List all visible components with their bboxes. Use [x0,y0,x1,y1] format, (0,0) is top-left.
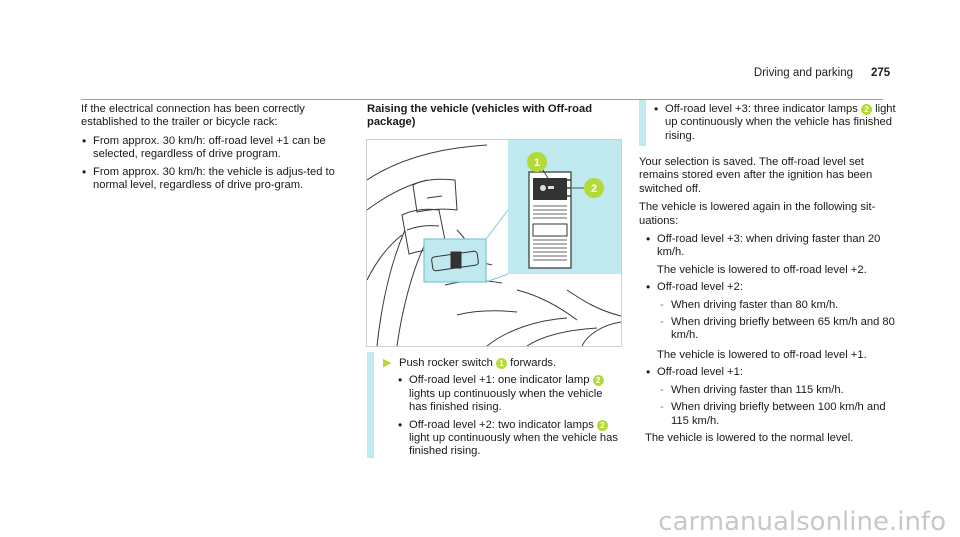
instruction-block: ▶Push rocker switch 1 forwards. Off-road… [383,357,623,463]
callout-2-label: 2 [591,183,597,195]
dash-item: When driving faster than 115 km/h. [657,384,897,398]
list-item: Off-road level +3: when driving faster t… [645,233,897,277]
list-item: Off-road level +1: When driving faster t… [645,366,897,428]
saved-paragraph: Your selection is saved. The off-road le… [639,156,873,195]
bullet-list: Off-road level +3: when driving faster t… [639,233,897,428]
list-item: Off-road level +2: two indicator lamps 2… [397,419,623,459]
list-item: From approx. 30 km/h: the vehicle is adj… [81,166,351,193]
callout-2-badge: 2 [596,419,608,431]
column-3: Your selection is saved. The off-road le… [639,156,897,450]
column-2: Raising the vehicle (vehicles with Off-r… [367,103,627,140]
continuation-margin-bar [639,100,646,146]
section-title: Driving and parking [753,67,853,79]
console-drawing: 1 2 [367,140,621,346]
callout-2-badge: 2 [592,375,604,387]
header-divider [81,99,883,100]
callout-1-badge: 1 [496,358,507,369]
dash-item: When driving briefly between 100 km/h an… [657,401,897,428]
column-3-top: Off-road level +3: three indicator lamps… [653,103,903,147]
dash-item: When driving briefly between 65 km/h and… [657,316,897,343]
bullet-list: From approx. 30 km/h: off-road level +1 … [81,135,351,193]
callout-2-badge: 2 [860,104,872,115]
site-watermark: carmanualsonline.info [658,506,946,537]
list-item: From approx. 30 km/h: off-road level +1 … [81,135,351,162]
callout-1-label: 1 [534,157,540,169]
section-heading: Raising the vehicle (vehicles with Off-r… [367,103,593,129]
intro-paragraph: If the electrical connection has been co… [81,103,305,129]
bullet-list: Off-road level +3: three indicator lamps… [653,103,903,143]
list-item: Off-road level +2: When driving faster t… [645,281,897,362]
instruction-margin-bar [367,352,374,458]
lowered-intro: The vehicle is lowered again in the foll… [639,201,876,227]
instruction-step: ▶Push rocker switch 1 forwards. [383,357,557,369]
page-number: 275 [871,67,891,79]
rocker-switch-illustration: 1 2 [366,139,622,347]
step-arrow-icon: ▶ [383,357,392,369]
callout-2-marker [584,178,604,198]
page-header: Driving and parking 275 [0,0,960,100]
callout-1-marker [527,152,547,172]
dash-item: When driving faster than 80 km/h. [657,299,897,313]
final-result: The vehicle is lowered to the normal lev… [645,431,854,444]
list-item: Off-road level +1: one indicator lamp 2 … [397,374,623,414]
bullet-list: Off-road level +1: one indicator lamp 2 … [383,374,623,458]
column-1: If the electrical connection has been co… [81,103,351,196]
list-item: Off-road level +3: three indicator lamps… [653,103,903,143]
